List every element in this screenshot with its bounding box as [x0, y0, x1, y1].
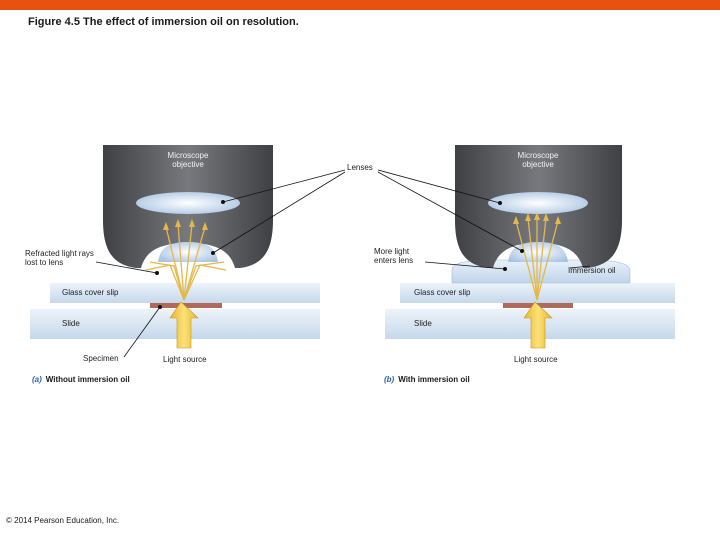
- slide-label-left: Slide: [62, 319, 80, 328]
- leader-immersion-oil: [569, 265, 591, 269]
- refracted-rays-label: Refracted light rays lost to lens: [25, 249, 94, 267]
- panel-b-letter: (b): [384, 375, 395, 384]
- objective-label-left: Microscope objective: [167, 151, 209, 169]
- cover-slip-label-left: Glass cover slip: [62, 288, 119, 297]
- accent-top-bar: [0, 0, 720, 10]
- light-source-label-right: Light source: [514, 355, 558, 364]
- leader-refracted: [95, 261, 158, 274]
- specimen-label: Specimen: [83, 354, 119, 363]
- light-rays: [515, 217, 559, 301]
- cover-slip-label-right: Glass cover slip: [414, 288, 471, 297]
- light-source-label-left: Light source: [163, 355, 207, 364]
- more-light-label: More light enters lens: [374, 247, 414, 265]
- leader-more-light: [424, 261, 506, 270]
- panel-b-caption-text: With immersion oil: [398, 375, 470, 384]
- panel-b-caption: (b)With immersion oil: [384, 375, 470, 384]
- specimen: [150, 303, 222, 308]
- lens-top: [488, 192, 588, 214]
- arrow-up-icon: [523, 301, 553, 349]
- immersion-oil-label: Immersion oil: [568, 266, 616, 275]
- panel-a-caption: (a)Without immersion oil: [32, 375, 130, 384]
- panel-b: [385, 145, 675, 349]
- figure-title: Figure 4.5 The effect of immersion oil o…: [28, 16, 299, 28]
- slide-label-right: Slide: [414, 319, 432, 328]
- panel-a: [30, 145, 320, 358]
- objective-label-right: Microscope objective: [517, 151, 559, 169]
- panel-a-caption-text: Without immersion oil: [45, 375, 130, 384]
- copyright-notice: © 2014 Pearson Education, Inc.: [6, 516, 120, 525]
- arrow-up-icon: [169, 301, 199, 349]
- panel-a-letter: (a): [32, 375, 42, 384]
- leader-specimen: [123, 306, 161, 358]
- light-rays: [145, 223, 227, 301]
- lenses-label: Lenses: [347, 163, 373, 172]
- lens-top: [136, 192, 240, 214]
- lenses-leaders: [210, 169, 525, 255]
